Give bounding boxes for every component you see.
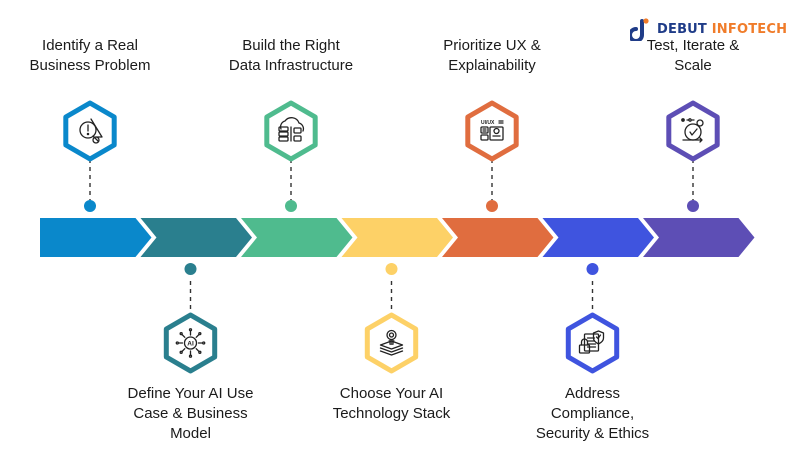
brand-name-accent: INFOTECH xyxy=(711,21,788,37)
timer-check-icon xyxy=(681,118,704,143)
step-label-line: Case & Business xyxy=(133,405,247,422)
timeline-arrow-segment xyxy=(140,218,252,257)
step-label-line: Identify a Real xyxy=(42,37,138,54)
timeline-dot xyxy=(285,200,297,212)
timeline-step: Prioritize UX & Explainability xyxy=(443,37,541,212)
ui-ux-layout-icon: UI/UX xyxy=(480,120,504,141)
warning-search-icon xyxy=(79,118,103,144)
debut-logo-icon xyxy=(630,18,649,41)
hexagon-frame xyxy=(163,312,218,374)
timeline-arrow-segment xyxy=(40,218,152,257)
step-label-line: Security & Ethics xyxy=(536,425,649,442)
timeline-arrow-segment xyxy=(442,218,554,257)
timeline-step: Choose Your AI Technology Stack xyxy=(333,263,451,422)
timeline-arrow-segment xyxy=(241,218,353,257)
step-label-line: Test, Iterate & xyxy=(647,37,740,54)
timeline-dot xyxy=(586,263,599,275)
step-label-line: Technology Stack xyxy=(333,405,451,422)
timeline-arrow-segment xyxy=(643,218,755,257)
step-label-line: Business Problem xyxy=(30,57,151,74)
step-label-line: Choose Your AI xyxy=(340,385,443,402)
timeline-step: Test, Iterate & Scale xyxy=(647,37,740,212)
uiux-text: UI/UX xyxy=(481,120,495,126)
layers-target-icon xyxy=(379,329,404,356)
brand-name-primary: DEBUT xyxy=(657,21,708,37)
timeline-dot xyxy=(486,200,498,212)
brand-logo: DEBUT INFOTECH xyxy=(630,17,787,41)
timeline-dot xyxy=(184,263,197,275)
step-label-line: Data Infrastructure xyxy=(229,57,353,74)
secure-document-icon xyxy=(578,330,605,354)
step-label-line: Model xyxy=(170,425,211,442)
hexagon-frame xyxy=(465,100,519,162)
timeline-arrow-segment xyxy=(341,218,453,257)
step-label-line: Explainability xyxy=(448,57,536,74)
timeline-dot xyxy=(84,200,96,212)
hexagon-frame xyxy=(666,100,720,162)
timeline-dot xyxy=(687,200,699,212)
step-label-line: Prioritize UX & xyxy=(443,37,541,54)
step-label-line: Compliance, xyxy=(551,405,634,422)
step-label-line: Build the Right xyxy=(242,37,340,54)
timeline-dot xyxy=(385,263,398,275)
ai-chip-icon: AI xyxy=(175,328,206,358)
hexagon-frame xyxy=(565,312,620,374)
cloud-database-icon xyxy=(278,117,305,142)
step-label-line: Scale xyxy=(674,57,712,74)
ai-text: AI xyxy=(187,341,194,348)
step-label-line: Address xyxy=(565,385,620,402)
hexagon-frame xyxy=(63,100,117,162)
brand-name: DEBUT INFOTECH xyxy=(657,22,787,37)
timeline-arrow-segment xyxy=(542,218,654,257)
step-label-line: Define Your AI Use xyxy=(128,385,254,402)
